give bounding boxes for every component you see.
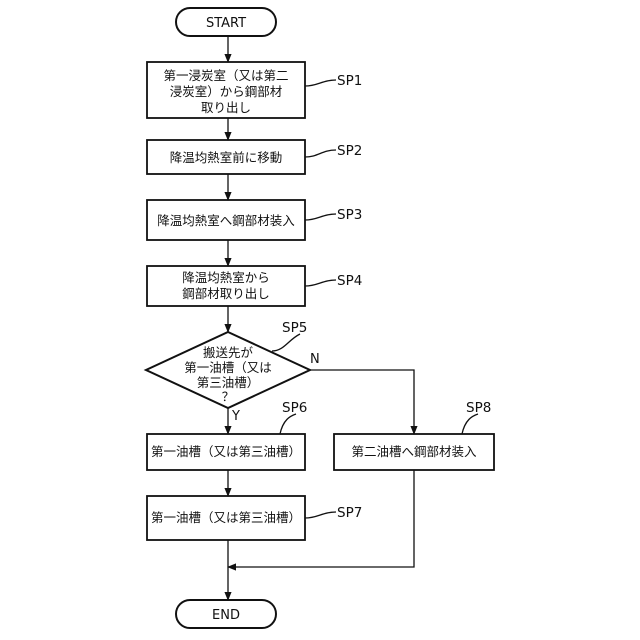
branch-no-label: N [310,352,320,367]
end-label: END [212,608,240,623]
sp4-line-1: 降温均熱室から [182,270,270,285]
leader-sp8 [462,414,478,434]
leader-sp5 [272,334,300,351]
sp5-line-2: 第一油槽（又は [184,360,272,375]
sp2-line-1: 降温均熱室前に移動 [170,150,283,165]
leader-sp6 [280,414,296,434]
leader-sp2 [305,150,336,157]
start-label: START [206,16,246,31]
tag-sp4: SP4 [337,273,362,289]
sp3-line-1: 降温均熱室へ鋼部材装入 [157,213,295,228]
arrow-sp5-sp8 [310,370,414,434]
branch-yes-label: Y [231,409,240,424]
sp8-line-1: 第二油槽へ鋼部材装入 [351,444,477,459]
tag-sp8: SP8 [466,400,491,416]
tag-sp7: SP7 [337,505,362,521]
leader-sp3 [305,214,336,220]
tag-sp2: SP2 [337,143,362,159]
sp5-line-3: 第三油槽） [197,375,260,390]
leader-sp1 [305,80,336,86]
tag-sp3: SP3 [337,207,362,223]
leader-sp7 [305,512,336,518]
sp5-line-4: ？ [222,389,235,404]
sp1-line-2: 浸炭室）から鋼部材 [170,84,283,99]
tag-sp1: SP1 [337,73,362,89]
tag-sp6: SP6 [282,400,307,416]
sp7-line-1: 第一油槽（又は第三油槽） [151,510,301,525]
tag-sp5: SP5 [282,320,307,336]
leader-sp4 [305,280,336,286]
sp1-line-3: 取り出し [201,100,251,115]
sp1-line-1: 第一浸炭室（又は第二 [163,68,288,83]
sp6-line-1: 第一油槽（又は第三油槽） [151,444,301,459]
sp5-line-1: 搬送先が [203,345,254,360]
sp4-line-2: 鋼部材取り出し [182,286,270,301]
